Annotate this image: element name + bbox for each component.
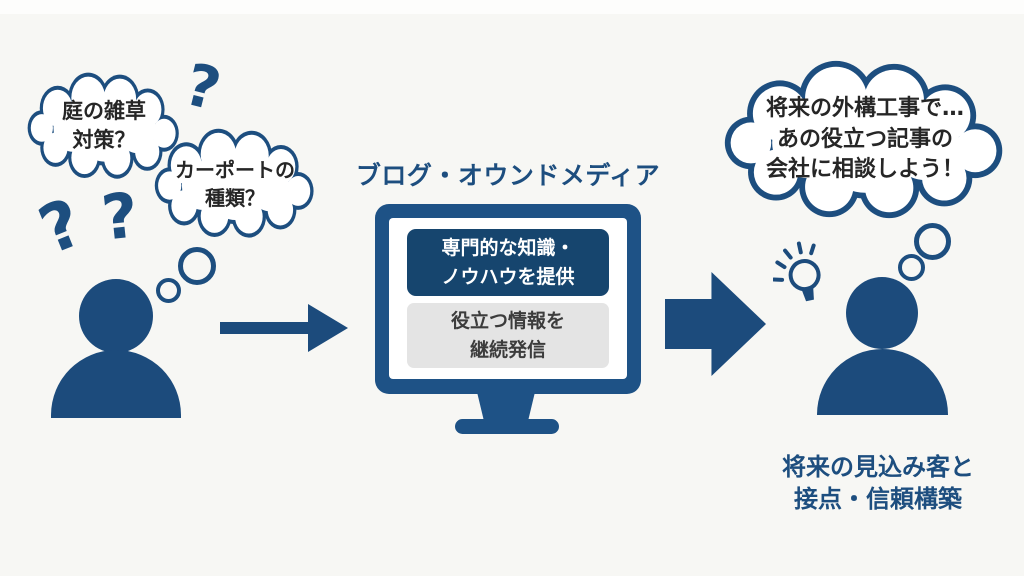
- thought-bubble-idea: 将来の外構工事で… あの役立つ記事の 会社に相談しよう！: [720, 57, 1010, 223]
- bubble-line: 種類？: [205, 185, 265, 210]
- thought-bubble-carport-text: カーポートの 種類？: [152, 126, 318, 241]
- person-left-body-icon: [51, 350, 181, 418]
- bubble-line: 対策？: [72, 128, 136, 152]
- person-right-body-icon: [817, 349, 948, 415]
- monitor-stand-base: [455, 419, 559, 434]
- caption-line: 接点・信頼構築: [794, 484, 962, 513]
- monitor-stand-neck: [477, 392, 535, 421]
- screen-box-useful-info: 役立つ情報を 継続発信: [407, 303, 609, 368]
- screen-box-line: 専門的な知識・: [441, 237, 575, 259]
- background-top-strip: [0, 0, 1024, 14]
- block-arrow-right-icon: [665, 272, 766, 376]
- bubble-line: 庭の雑草: [62, 98, 146, 123]
- bubble-line: あの役立つ記事の: [776, 126, 953, 152]
- bubble-line: カーポートの: [175, 157, 295, 182]
- question-mark-icon: ?: [98, 178, 142, 255]
- caption-line: 将来の見込み客と: [782, 453, 974, 481]
- screen-box-line: 役立つ情報を: [450, 310, 565, 332]
- bubble-line: 将来の外構工事で…: [765, 95, 964, 121]
- thought-trail-dot: [898, 254, 925, 281]
- question-mark-icon: ?: [28, 183, 94, 270]
- bubble-line: 会社に相談しよう！: [765, 157, 964, 183]
- thought-bubble-carport: カーポートの 種類？: [152, 126, 318, 241]
- thought-trail-dot: [914, 223, 951, 260]
- screen-box-line: 継続発信: [469, 338, 546, 361]
- thought-trail-dot: [156, 278, 181, 303]
- thought-bubble-weeds-text: 庭の雑草 対策？: [25, 70, 183, 182]
- person-left-head-icon: [79, 279, 153, 353]
- screen-box-line: ノウハウを提供: [441, 265, 575, 288]
- thought-bubble-weeds: 庭の雑草 対策？: [25, 70, 183, 182]
- thought-trail-dot: [178, 247, 216, 285]
- arrow-right-icon: [220, 322, 312, 334]
- media-title: ブログ・オウンドメディア: [355, 161, 661, 190]
- lightbulb-icon: [773, 241, 821, 302]
- question-mark-icon: ?: [178, 49, 228, 125]
- arrow-right-head-icon: [308, 304, 348, 352]
- person-right-head-icon: [846, 277, 918, 349]
- thought-bubble-idea-text: 将来の外構工事で… あの役立つ記事の 会社に相談しよう！: [720, 57, 1010, 223]
- screen-box-knowledge: 専門的な知識・ ノウハウを提供: [407, 229, 609, 296]
- caption-prospects: 将来の見込み客と 接点・信頼構築: [758, 452, 998, 515]
